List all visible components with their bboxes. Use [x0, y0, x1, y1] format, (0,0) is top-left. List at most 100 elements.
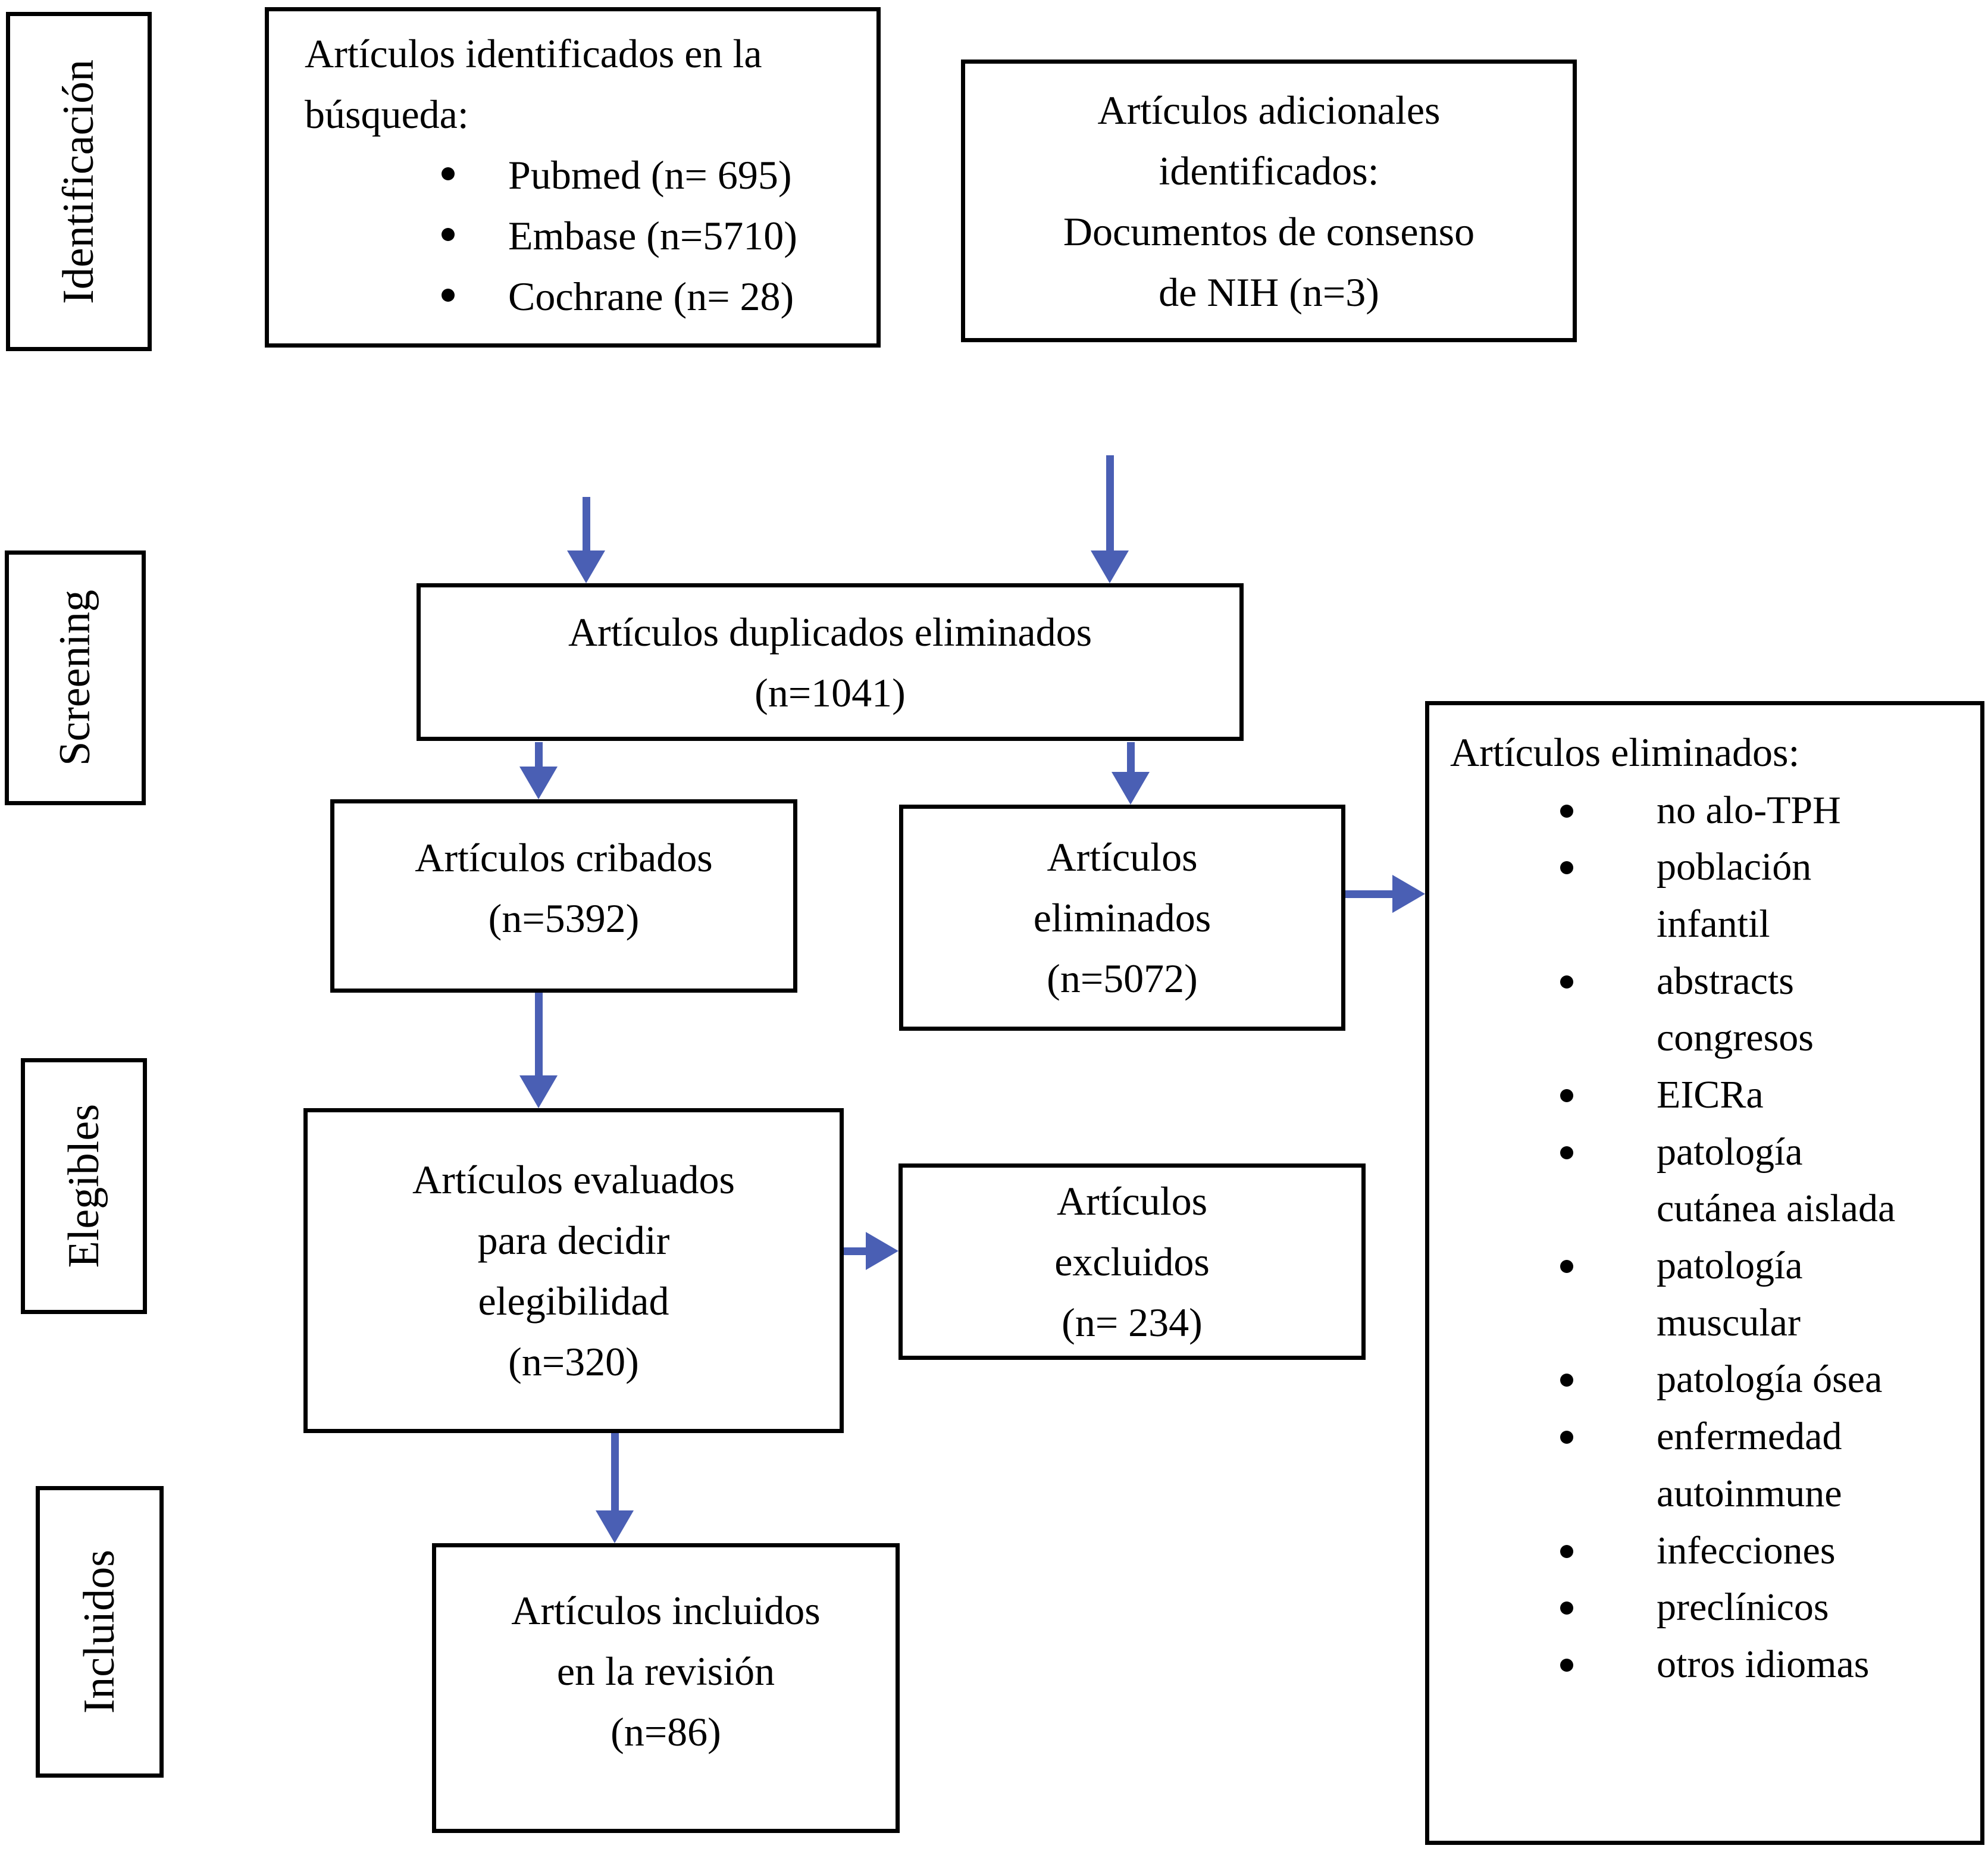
box-duplicates-line: (n=1041) — [754, 670, 906, 715]
bullet-icon — [1560, 861, 1573, 875]
stage-label-included: Incluidos — [75, 1550, 124, 1714]
list-item: Cochrane (n= 28) — [305, 266, 859, 327]
arrow-removed-to-reasons — [1345, 875, 1425, 913]
box-additional-line: Artículos adicionales — [1097, 87, 1441, 133]
database-count: Cochrane (n= 28) — [508, 274, 794, 319]
list-item: infecciones — [1450, 1522, 1968, 1579]
box-excluded-line: (n= 234) — [1062, 1300, 1203, 1345]
list-item: no alo-TPH — [1450, 782, 1968, 839]
box-eligibility-evaluated: Artículos evaluados para decidir elegibi… — [303, 1108, 844, 1433]
list-item: enfermedad autoinmune — [1450, 1408, 1968, 1522]
arrowhead-icon — [519, 1075, 558, 1108]
panel-exclusions-title: Artículos eliminados: — [1450, 730, 1800, 775]
arrow-eligibility-to-excluded — [844, 1232, 898, 1270]
arrow-additional-to-duplicates — [1091, 455, 1129, 583]
exclusion-reason: infecciones — [1657, 1528, 1836, 1572]
stage-label-identification: Identificación — [54, 59, 103, 304]
exclusion-reason: población infantil — [1657, 845, 1812, 946]
bullet-icon — [1560, 1146, 1573, 1159]
list-item: patología cutánea aislada — [1450, 1124, 1968, 1237]
stage-box-eligible: Elegibles — [21, 1058, 147, 1314]
bullet-icon — [442, 289, 455, 302]
list-item: patología ósea — [1450, 1351, 1968, 1408]
box-additional-line: de NIH (n=3) — [1159, 269, 1379, 315]
stage-label-eligible: Elegibles — [59, 1104, 108, 1268]
list-item: población infantil — [1450, 839, 1968, 952]
bullet-icon — [442, 228, 455, 241]
exclusion-reason: patología cutánea aislada — [1657, 1130, 1896, 1231]
list-item: abstracts congresos — [1450, 953, 1968, 1066]
bullet-icon — [1560, 1544, 1573, 1558]
box-identified-search: Artículos identificados en la búsqueda: … — [265, 7, 881, 348]
box-removed-line: eliminados — [1033, 895, 1211, 940]
box-included-line: (n=86) — [611, 1709, 721, 1754]
box-included-line: Artículos incluidos — [511, 1588, 821, 1633]
box-additional-line: identificados: — [1159, 148, 1379, 193]
box-duplicates-line: Artículos duplicados eliminados — [568, 609, 1092, 655]
arrow-eligibility-to-included — [596, 1433, 634, 1543]
exclusion-reason: EICRa — [1657, 1073, 1764, 1117]
exclusion-reason: patología muscular — [1657, 1244, 1803, 1344]
bullet-icon — [1560, 804, 1573, 818]
arrowhead-icon — [1392, 875, 1425, 913]
arrow-screened-to-eligibility — [519, 993, 558, 1108]
arrow-shaft — [534, 993, 543, 1075]
box-screened: Artículos cribados (n=5392) — [330, 799, 797, 993]
bullet-icon — [442, 167, 455, 180]
list-item: Pubmed (n= 695) — [305, 145, 859, 205]
bullet-icon — [1560, 1374, 1573, 1387]
list-item: otros idiomas — [1450, 1636, 1968, 1693]
stage-label-screening: Screening — [51, 590, 99, 766]
box-removed: Artículos eliminados (n=5072) — [899, 805, 1345, 1031]
arrow-duplicates-to-screened — [519, 742, 558, 799]
box-eligibility-line: (n=320) — [508, 1339, 639, 1384]
arrow-identified-to-duplicates — [567, 497, 605, 583]
box-eligibility-line: Artículos evaluados — [412, 1157, 735, 1202]
bullet-icon — [1560, 975, 1573, 989]
exclusion-reason: preclínicos — [1657, 1585, 1829, 1629]
bullet-icon — [1560, 1260, 1573, 1274]
arrow-shaft — [844, 1247, 866, 1255]
box-excluded-line: excluidos — [1054, 1239, 1210, 1284]
list-item: preclínicos — [1450, 1579, 1968, 1636]
box-additional-line: Documentos de consenso — [1063, 208, 1475, 254]
bullet-icon — [1560, 1601, 1573, 1615]
box-included-line: en la revisión — [556, 1649, 775, 1694]
arrow-shaft — [1345, 890, 1392, 898]
list-item: EICRa — [1450, 1066, 1968, 1124]
stage-box-identification: Identificación — [6, 12, 152, 351]
arrow-shaft — [1126, 742, 1135, 772]
box-excluded: Artículos excluidos (n= 234) — [898, 1163, 1366, 1360]
box-identified-title: Artículos identificados en la búsqueda: — [305, 31, 762, 137]
bullet-icon — [1560, 1431, 1573, 1444]
arrow-shaft — [611, 1433, 619, 1510]
box-included-review: Artículos incluidos en la revisión (n=86… — [432, 1543, 900, 1833]
bullet-icon — [1560, 1658, 1573, 1672]
arrowhead-icon — [567, 550, 605, 583]
arrowhead-icon — [1112, 772, 1150, 805]
stage-box-included: Incluidos — [36, 1486, 164, 1778]
arrowhead-icon — [596, 1510, 634, 1543]
box-screened-line: (n=5392) — [488, 896, 640, 941]
panel-exclusion-reasons: Artículos eliminados: no alo-TPH poblaci… — [1425, 701, 1984, 1845]
list-item: Embase (n=5710) — [305, 205, 859, 266]
arrow-shaft — [1106, 455, 1114, 550]
arrow-shaft — [582, 497, 590, 550]
box-additional-articles: Artículos adicionales identificados: Doc… — [961, 60, 1577, 342]
arrowhead-icon — [1091, 550, 1129, 583]
arrow-shaft — [534, 742, 543, 767]
arrow-duplicates-to-removed — [1112, 742, 1150, 805]
stage-box-screening: Screening — [5, 550, 146, 805]
exclusion-reason: no alo-TPH — [1657, 788, 1841, 832]
box-excluded-line: Artículos — [1056, 1178, 1208, 1224]
box-screened-line: Artículos cribados — [415, 835, 713, 880]
box-eligibility-line: elegibilidad — [478, 1278, 669, 1324]
exclusion-reason: abstracts congresos — [1657, 959, 1814, 1060]
exclusion-reason: otros idiomas — [1657, 1642, 1870, 1686]
bullet-icon — [1560, 1089, 1573, 1103]
database-count: Embase (n=5710) — [508, 213, 797, 258]
box-eligibility-line: para decidir — [477, 1218, 670, 1263]
box-removed-line: (n=5072) — [1047, 956, 1198, 1001]
database-count: Pubmed (n= 695) — [508, 152, 792, 198]
